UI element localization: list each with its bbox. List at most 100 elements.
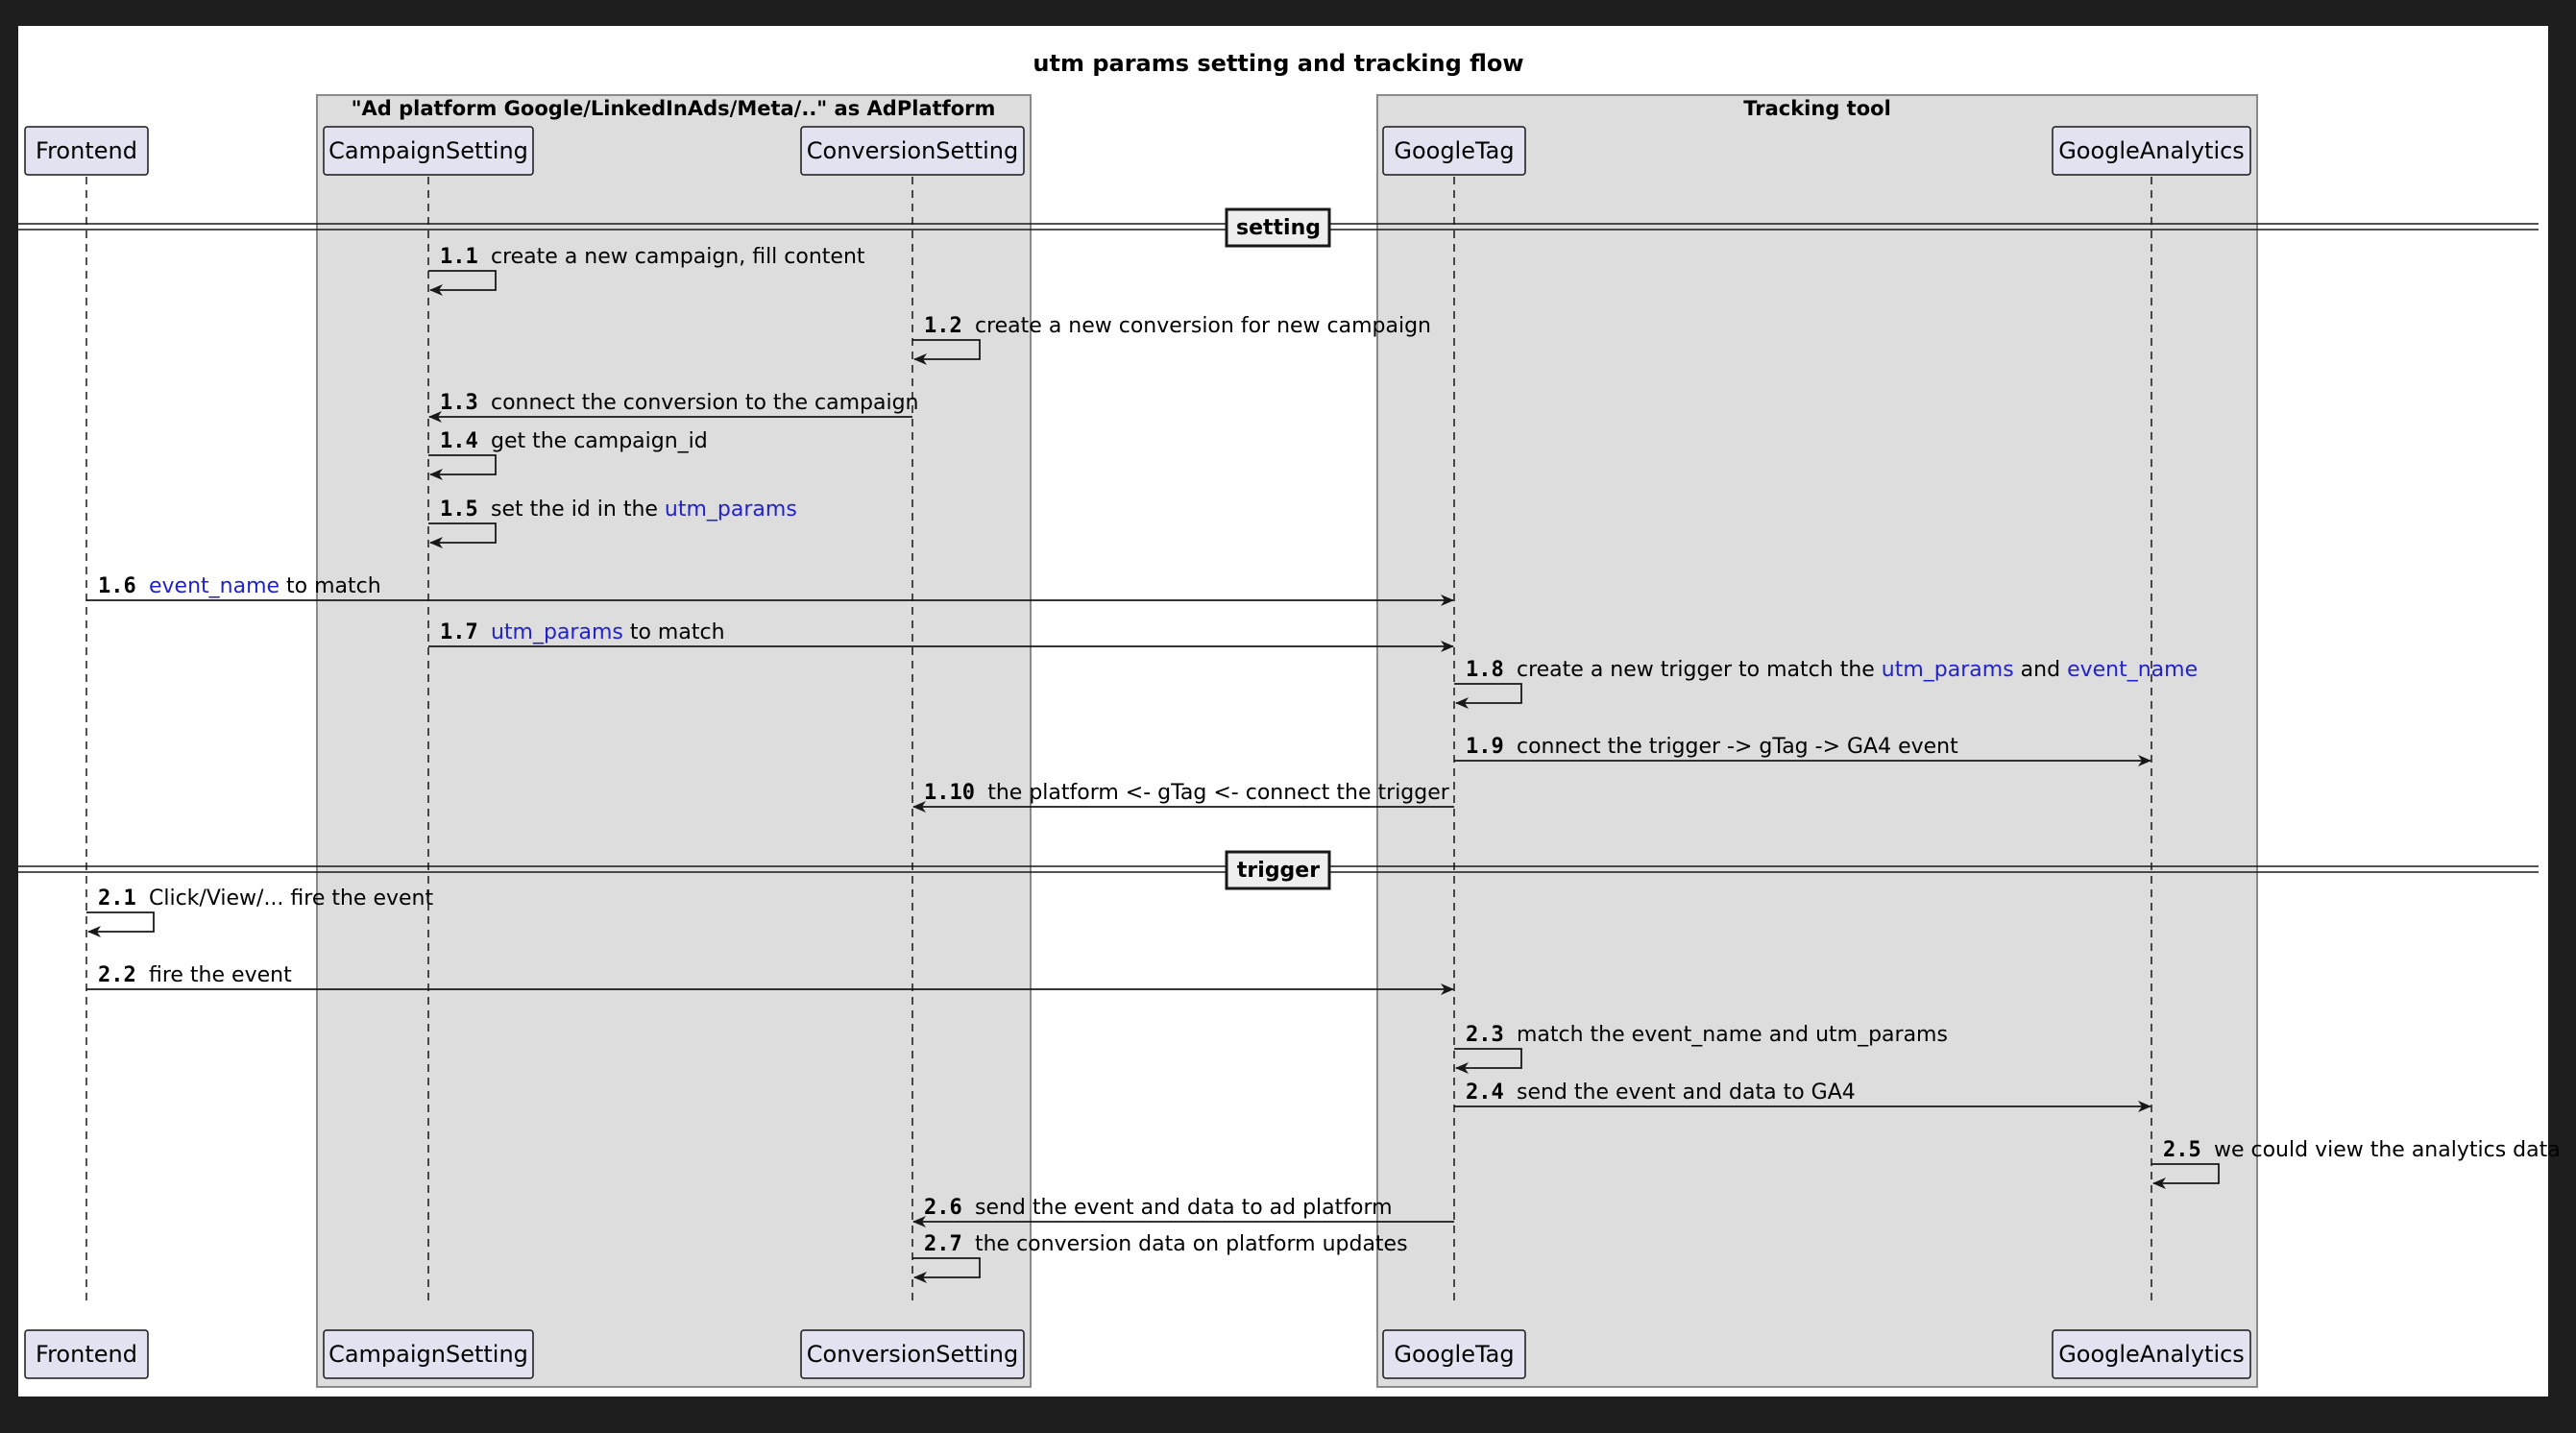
message-2.6-label: 2.6 send the event and data to ad platfo… bbox=[924, 1196, 1393, 1220]
highlighted-term: event_name bbox=[2067, 658, 2198, 682]
message-text: to match bbox=[623, 620, 725, 644]
message-text: connect the conversion to the campaign bbox=[491, 391, 919, 415]
participant-ga-top-label: GoogleAnalytics bbox=[2058, 137, 2245, 164]
message-1.5-arrow bbox=[428, 522, 497, 548]
participant-frontend-bottom-label: Frontend bbox=[36, 1341, 137, 1368]
message-1.2-arrow bbox=[912, 339, 981, 365]
divider-trigger-label: trigger bbox=[1237, 859, 1320, 883]
message-1.6: 1.6 event_name to match bbox=[86, 574, 1454, 606]
participant-conversion-top-label: ConversionSetting bbox=[807, 137, 1019, 164]
message-text: fire the event bbox=[149, 963, 292, 987]
message-2.1-arrow bbox=[86, 911, 155, 937]
message-text: create a new conversion for new campaign bbox=[975, 314, 1431, 338]
message-1.10-label: 1.10 the platform <- gTag <- connect the… bbox=[924, 781, 1450, 805]
message-text: send the event and data to ad platform bbox=[975, 1196, 1393, 1220]
tracking-box bbox=[1376, 94, 2258, 1388]
message-1.8-arrow bbox=[1454, 683, 1522, 709]
message-2.3-arrow bbox=[1454, 1048, 1522, 1074]
message-2.2-label: 2.2 fire the event bbox=[98, 963, 292, 987]
message-number: 1.10 bbox=[924, 781, 987, 805]
message-number: 1.5 bbox=[440, 498, 491, 522]
message-number: 2.1 bbox=[98, 887, 149, 911]
message-1.7-label: 1.7 utm_params to match bbox=[440, 620, 725, 644]
message-text: set the id in the bbox=[491, 498, 665, 522]
message-text: send the event and data to GA4 bbox=[1517, 1081, 1856, 1105]
message-1.5-label: 1.5 set the id in the utm_params bbox=[440, 498, 797, 522]
message-1.10: 1.10 the platform <- gTag <- connect the… bbox=[912, 781, 1454, 813]
message-number: 1.2 bbox=[924, 314, 975, 338]
message-number: 1.3 bbox=[440, 391, 491, 415]
message-1.4: 1.4 get the campaign_id bbox=[428, 429, 708, 480]
participant-campaign-bottom bbox=[323, 1329, 534, 1379]
message-1.1-arrow bbox=[428, 270, 497, 296]
participant-gtag-top-label: GoogleTag bbox=[1394, 137, 1514, 164]
message-2.3: 2.3 match the event_name and utm_params bbox=[1454, 1023, 1948, 1074]
message-1.1: 1.1 create a new campaign, fill content bbox=[428, 245, 865, 296]
message-2.6: 2.6 send the event and data to ad platfo… bbox=[912, 1196, 1454, 1227]
message-2.5: 2.5 we could view the analytics data bbox=[2151, 1138, 2561, 1189]
message-number: 1.9 bbox=[1466, 735, 1517, 759]
message-number: 2.7 bbox=[924, 1232, 975, 1256]
message-text: the platform <- gTag <- connect the trig… bbox=[987, 781, 1450, 805]
participant-campaign-bottom-label: CampaignSetting bbox=[328, 1341, 528, 1368]
message-1.9-label: 1.9 connect the trigger -> gTag -> GA4 e… bbox=[1466, 735, 1958, 759]
message-2.2: 2.2 fire the event bbox=[86, 963, 1454, 995]
message-1.2: 1.2 create a new conversion for new camp… bbox=[912, 314, 1431, 365]
message-text: create a new campaign, fill content bbox=[491, 245, 865, 269]
diagram-title: utm params setting and tracking flow bbox=[1033, 50, 1523, 77]
message-text: to match bbox=[279, 574, 381, 598]
message-2.7-label: 2.7 the conversion data on platform upda… bbox=[924, 1232, 1408, 1256]
divider-setting-box bbox=[1225, 207, 1331, 248]
highlighted-term: event_name bbox=[149, 574, 279, 598]
message-number: 1.6 bbox=[98, 574, 149, 598]
message-2.1: 2.1 Click/View/... fire the event bbox=[86, 887, 434, 937]
participant-conversion-bottom bbox=[800, 1329, 1025, 1379]
adplatform-box bbox=[316, 94, 1032, 1388]
message-number: 2.3 bbox=[1466, 1023, 1517, 1047]
message-1.7: 1.7 utm_params to match bbox=[428, 620, 1454, 652]
message-1.3: 1.3 connect the conversion to the campai… bbox=[428, 391, 919, 423]
adplatform-box-label: "Ad platform Google/LinkedInAds/Meta/.."… bbox=[352, 97, 996, 120]
message-1.3-label: 1.3 connect the conversion to the campai… bbox=[440, 391, 919, 415]
message-text: the conversion data on platform updates bbox=[975, 1232, 1408, 1256]
participant-gtag-top bbox=[1382, 126, 1526, 176]
message-2.7: 2.7 the conversion data on platform upda… bbox=[912, 1232, 1408, 1283]
message-number: 1.1 bbox=[440, 245, 491, 269]
message-number: 1.7 bbox=[440, 620, 491, 644]
participant-frontend-top-label: Frontend bbox=[36, 137, 137, 164]
message-number: 1.8 bbox=[1466, 658, 1517, 682]
message-number: 2.6 bbox=[924, 1196, 975, 1220]
message-text: we could view the analytics data bbox=[2214, 1138, 2561, 1162]
message-1.2-label: 1.2 create a new conversion for new camp… bbox=[924, 314, 1431, 338]
message-1.6-label: 1.6 event_name to match bbox=[98, 574, 381, 598]
participant-gtag-bottom-label: GoogleTag bbox=[1394, 1341, 1514, 1368]
participant-frontend-top bbox=[24, 126, 149, 176]
divider-trigger-box bbox=[1225, 850, 1331, 890]
divider-setting-label: setting bbox=[1236, 216, 1321, 240]
highlighted-term: utm_params bbox=[491, 620, 623, 644]
message-text: get the campaign_id bbox=[491, 429, 708, 453]
message-text: match the event_name and utm_params bbox=[1517, 1023, 1948, 1047]
participant-conversion-bottom-label: ConversionSetting bbox=[807, 1341, 1019, 1368]
message-number: 2.4 bbox=[1466, 1081, 1517, 1105]
participant-frontend-bottom bbox=[24, 1329, 149, 1379]
message-text: Click/View/... fire the event bbox=[149, 887, 434, 911]
tracking-box-label: Tracking tool bbox=[1743, 97, 1891, 120]
message-1.1-label: 1.1 create a new campaign, fill content bbox=[440, 245, 865, 269]
highlighted-term: utm_params bbox=[665, 498, 797, 522]
participant-ga-top bbox=[2052, 126, 2251, 176]
message-1.9: 1.9 connect the trigger -> gTag -> GA4 e… bbox=[1454, 735, 2151, 766]
participant-campaign-top bbox=[323, 126, 534, 176]
highlighted-term: utm_params bbox=[1882, 658, 2014, 682]
message-1.5: 1.5 set the id in the utm_params bbox=[428, 498, 797, 548]
participant-campaign-top-label: CampaignSetting bbox=[328, 137, 528, 164]
message-1.4-label: 1.4 get the campaign_id bbox=[440, 429, 708, 453]
message-number: 2.2 bbox=[98, 963, 149, 987]
message-number: 2.5 bbox=[2163, 1138, 2214, 1162]
message-text: create a new trigger to match the bbox=[1517, 658, 1882, 682]
message-text: connect the trigger -> gTag -> GA4 event bbox=[1517, 735, 1958, 759]
message-2.4-label: 2.4 send the event and data to GA4 bbox=[1466, 1081, 1856, 1105]
message-2.5-arrow bbox=[2151, 1163, 2220, 1189]
message-1.8: 1.8 create a new trigger to match the ut… bbox=[1454, 658, 2198, 709]
